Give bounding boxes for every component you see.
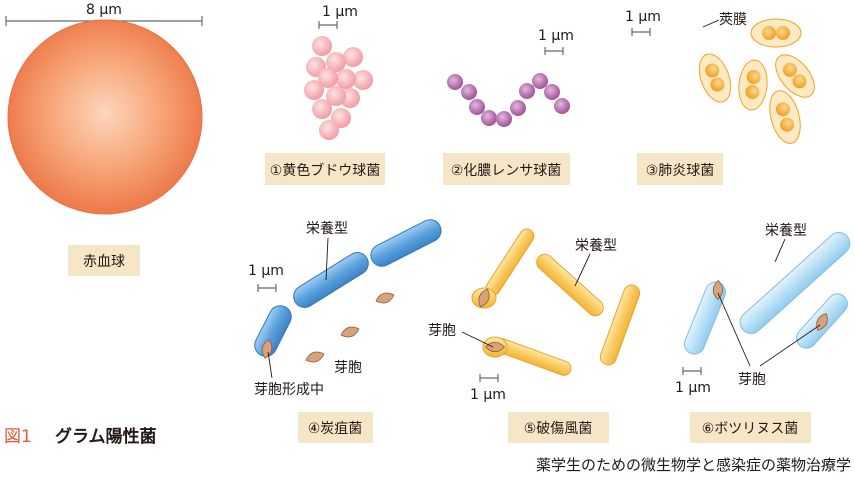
staphylococcus: 1 μm ①黄色ブドウ球菌 [265,4,385,185]
staph-scale-label: 1 μm [322,4,358,20]
pneumo-cells [698,18,815,144]
staph-label: ①黄色ブドウ球菌 [270,162,381,179]
rbc-scale-label: 8 μm [86,2,122,18]
rbc-cell [7,19,203,215]
strep-label: ②化膿レンサ球菌 [451,163,562,179]
anthrax-spore-label: 芽胞 [334,360,362,376]
rbc-label-box [68,245,140,276]
source-book-title: 薬学生のための微生物学と感染症の薬物治療学 [536,456,851,474]
tetanus-vegetative-label: 栄養型 [575,237,617,254]
botulinum-spore-label: 芽胞 [738,372,766,388]
tetanus-rods [471,228,641,376]
anthrax-vegetative-label: 栄養型 [306,220,348,237]
pneumococcus: 1 μm 莢膜 ③肺炎球菌 [625,9,815,185]
pneumo-label: ③肺炎球菌 [646,163,715,179]
capsule-label: 莢膜 [719,12,747,28]
bacillus-anthracis: 1 μm 栄養型 芽胞 芽胞形成中 ④炭疽菌 [248,219,442,443]
clostridium-tetani: 栄養型 芽胞 1 μm ⑤破傷風菌 [428,228,641,443]
streptococcus: 1 μm ②化膿レンサ球菌 [443,28,574,185]
strep-scale-label: 1 μm [538,28,574,44]
rbc-label: 赤血球 [83,254,125,270]
clostridium-botulinum: 栄養型 芽胞 1 μm ⑥ボツリヌス菌 [675,222,851,443]
botulinum-rods [684,232,851,355]
tetanus-spore-label: 芽胞 [428,323,456,339]
figure-title: グラム陽性菌 [55,426,157,447]
anthrax-scale-label: 1 μm [248,263,284,279]
botulinum-scale-label: 1 μm [675,380,711,396]
tetanus-label: ⑤破傷風菌 [524,421,593,437]
botulinum-vegetative-label: 栄養型 [765,222,807,239]
staph-cluster [304,36,373,140]
red-blood-cell: 8 μm 赤血球 [5,2,203,276]
anthrax-sporulating-label: 芽胞形成中 [254,382,324,398]
tetanus-scale-label: 1 μm [470,387,506,403]
anthrax-label: ④炭疽菌 [308,421,363,437]
strep-chain [447,73,570,127]
pneumo-scale-label: 1 μm [625,9,661,25]
figure-number: 図1 [4,427,32,447]
botulinum-label: ⑥ボツリヌス菌 [702,421,799,437]
anthrax-rods [254,219,442,357]
